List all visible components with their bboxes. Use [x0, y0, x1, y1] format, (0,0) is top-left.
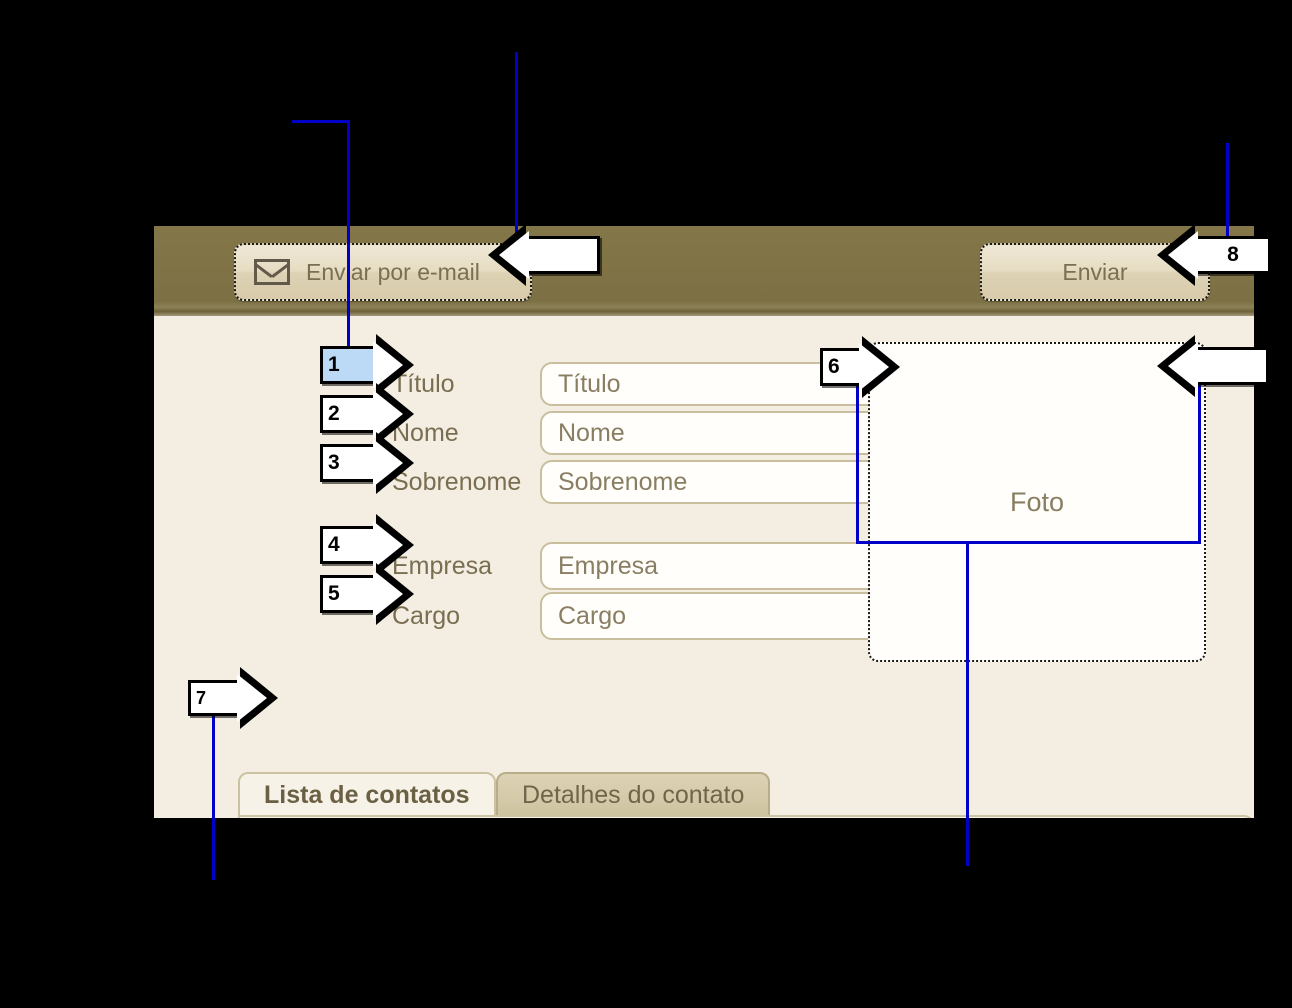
label-sobrenome: Sobrenome: [392, 467, 522, 496]
send-button[interactable]: Enviar: [980, 243, 1210, 301]
tab-strip: Lista de contatos Detalhes do contato: [238, 772, 1254, 816]
leader-line-6-vertical: [856, 352, 859, 544]
send-by-email-label: Enviar por e-mail: [306, 258, 480, 285]
leader-line-photo-bottom: [856, 541, 1201, 544]
label-nome: Nome: [392, 418, 459, 447]
empresa-placeholder: Empresa: [558, 551, 659, 580]
leader-line-1-vertical: [347, 120, 350, 370]
leader-line-photo-right: [1198, 360, 1201, 544]
label-empresa: Empresa: [392, 551, 493, 580]
tab-detalhes-label: Detalhes do contato: [522, 780, 745, 809]
tab-panel-content: [238, 815, 1254, 818]
sobrenome-placeholder: Sobrenome: [558, 467, 688, 496]
titulo-placeholder: Título: [558, 369, 621, 398]
leader-line-1-horizontal: [292, 120, 350, 123]
envelope-icon: [254, 259, 290, 285]
photo-placeholder[interactable]: Foto: [868, 342, 1206, 662]
label-cargo: Cargo: [392, 601, 461, 630]
nome-placeholder: Nome: [558, 418, 625, 447]
leader-line-8-vertical: [1226, 143, 1229, 268]
cargo-placeholder: Cargo: [558, 601, 627, 630]
leader-line-7-vertical: [212, 694, 215, 880]
tab-detalhes-do-contato[interactable]: Detalhes do contato: [496, 772, 771, 816]
tab-lista-label: Lista de contatos: [264, 780, 470, 809]
send-button-label: Enviar: [1062, 258, 1128, 285]
application-window: Enviar por e-mail Enviar Título Título N…: [154, 226, 1254, 818]
contact-form: Título Título Nome Nome Sobrenome Sobren…: [154, 320, 1254, 818]
label-titulo: Título: [392, 369, 455, 398]
leader-line-top-center: [515, 52, 518, 252]
send-by-email-button[interactable]: Enviar por e-mail: [234, 243, 532, 301]
leader-line-photo-down: [966, 541, 969, 866]
tab-lista-de-contatos[interactable]: Lista de contatos: [238, 772, 496, 816]
photo-label: Foto: [1009, 486, 1065, 517]
toolbar: Enviar por e-mail Enviar: [154, 226, 1254, 316]
